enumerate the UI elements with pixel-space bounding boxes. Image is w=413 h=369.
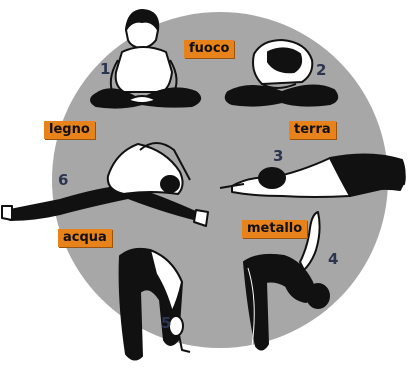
pose-number-1: 1: [100, 61, 110, 77]
pose-number-6: 6: [58, 172, 68, 188]
label-terra: terra: [289, 121, 336, 139]
pose-number-3: 3: [273, 148, 283, 164]
pose-number-4: 4: [328, 251, 338, 267]
label-fuoco: fuoco: [184, 40, 234, 58]
label-acqua: acqua: [58, 229, 112, 247]
pose-number-2: 2: [316, 62, 326, 78]
label-legno: legno: [44, 121, 95, 139]
label-metallo: metallo: [242, 220, 307, 238]
pose-number-5: 5: [161, 315, 171, 331]
